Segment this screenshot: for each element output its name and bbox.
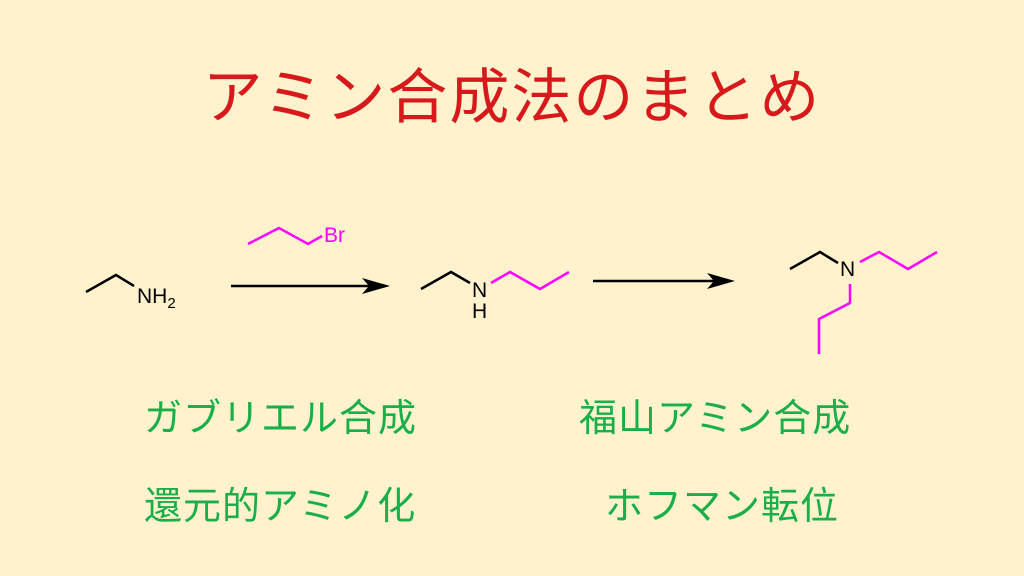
ethylamine-structure: NH2 (85, 273, 176, 312)
br-atom-label: Br (324, 224, 345, 247)
method-label-gabriel: ガブリエル合成 (144, 396, 418, 440)
reaction-arrow-2 (593, 273, 735, 289)
method-label-reductive-amination: 還元的アミノ化 (144, 484, 417, 528)
method-label-hofmann: ホフマン転位 (605, 484, 840, 528)
method-label-fukuyama: 福山アミン合成 (579, 396, 852, 440)
n-atom-label: N (840, 258, 855, 281)
propyl-bromide-structure: Br (247, 224, 345, 247)
n-atom-label: N (472, 279, 487, 302)
reaction-arrow-1 (231, 278, 390, 294)
page-title: アミン合成法のまとめ (202, 63, 822, 133)
tertiary-amine-structure: N (789, 250, 938, 354)
h-atom-label: H (472, 300, 487, 323)
nh2-atom-label: NH2 (137, 285, 176, 312)
secondary-amine-structure: N H (420, 270, 570, 323)
